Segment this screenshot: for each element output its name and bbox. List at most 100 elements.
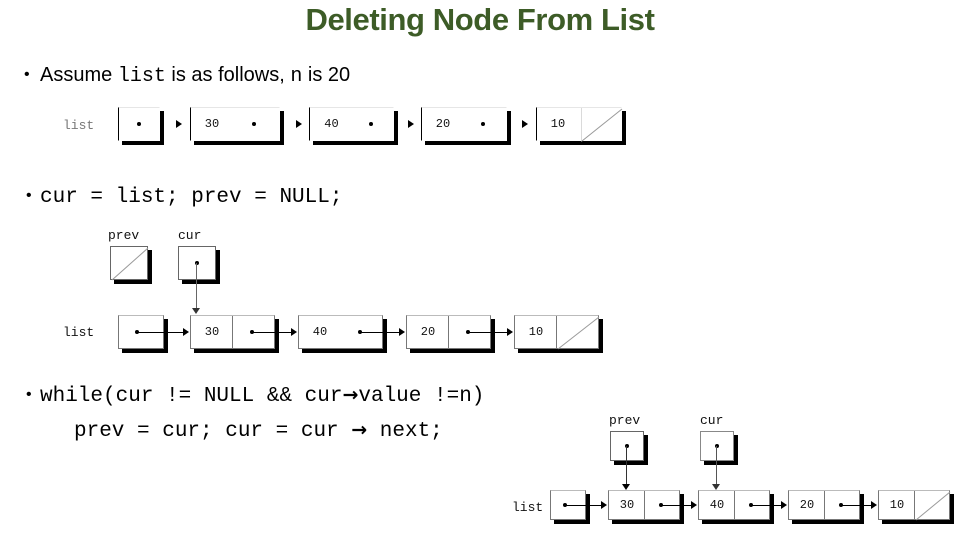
diagram2-node-30: 30 — [190, 315, 275, 349]
diagram3-arrow-40-20-line — [751, 505, 783, 506]
diagram2-node-40-divider — [340, 316, 341, 348]
diagram3-node-40-pointer-dot — [748, 503, 753, 507]
diagram3-cur-pointer-dot — [715, 444, 719, 448]
diagram3-prev-arrowhead — [622, 484, 630, 490]
diagram3-node-40: 40 — [698, 490, 770, 520]
diagram2-node-20-pointer-dot — [466, 330, 471, 334]
bullet-cur-assign-code: cur = list; prev = NULL; — [40, 186, 343, 209]
diagram3-arrow-head-30-line — [565, 505, 603, 506]
bullet-assume-text-2: is as follows, — [165, 64, 291, 86]
diagram3-label-cur: cur — [700, 413, 724, 428]
diagram2-node-40: 40 — [298, 315, 383, 349]
diagram3-cur-arrowhead — [712, 484, 720, 490]
diagram1-node-3-value: 20 — [435, 117, 451, 131]
diagram3-node-30-value: 30 — [619, 498, 635, 512]
diagram2-cur-box — [178, 246, 216, 280]
bullet-assume-code-n: n — [290, 65, 303, 88]
diagram3-arrow-20-10-line — [841, 505, 873, 506]
diagram2-arrow-30-40 — [291, 328, 297, 336]
right-arrow-icon: → — [342, 384, 359, 406]
diagram3-prev-connector — [626, 446, 627, 488]
diagram3-node-20-value: 20 — [799, 498, 815, 512]
diagram3-node-20-pointer-dot — [838, 503, 843, 507]
bullet-cur-assign: • cur = list; prev = NULL; — [24, 186, 342, 210]
diagram2-arrow-40-20 — [399, 328, 405, 336]
loop-body-code-pre: prev = cur; cur = cur — [74, 420, 352, 443]
diagram2-node-20: 20 — [406, 315, 491, 349]
diagram3-node-10-null-slash — [915, 491, 951, 521]
bullet-while-code-pre: while(cur != NULL && cur — [40, 385, 343, 408]
diagram2-node-10-value: 10 — [528, 325, 544, 339]
diagram1-label-list: list — [63, 118, 95, 133]
diagram3-arrow-30-40-line — [661, 505, 693, 506]
diagram2-cur-pointer-dot — [195, 261, 199, 265]
right-arrow-icon: → — [351, 419, 368, 441]
diagram2-node-40-value: 40 — [312, 325, 328, 339]
bullet-marker: • — [24, 66, 30, 83]
diagram3-node-10-divider — [914, 491, 915, 519]
bullet-while-code-post: value !=n) — [358, 385, 485, 408]
diagram3-arrow-head-30 — [601, 501, 607, 509]
diagram1-node-1-pointer-dot — [252, 122, 257, 126]
diagram3-arrow-20-10 — [871, 501, 877, 509]
diagram2-arrow-head-30-line — [137, 332, 185, 333]
bullet-marker: • — [24, 187, 34, 205]
loop-body-code-post: next; — [367, 420, 443, 443]
diagram3-prev-box — [610, 431, 644, 461]
diagram1-arrow-0-1 — [176, 120, 182, 128]
diagram2-label-prev: prev — [108, 228, 140, 243]
diagram1-node-2-value: 40 — [324, 117, 339, 131]
diagram3-node-30-divider — [644, 491, 645, 519]
diagram2-arrow-40-20-line — [361, 332, 401, 333]
diagram2-head-pointer-dot — [135, 330, 140, 334]
bullet-assume-code-list: list — [117, 65, 166, 88]
diagram1-node-3: 20 — [421, 107, 507, 141]
diagram2-arrow-20-10 — [507, 328, 513, 336]
bullet-assume-list: •Assume list is as follows, n is 20 — [24, 64, 350, 88]
diagram2-prev-box — [110, 246, 149, 281]
diagram3-node-30-pointer-dot — [658, 503, 663, 507]
diagram1-node-1-value: 30 — [204, 117, 220, 131]
diagram2-head-cell — [118, 315, 164, 349]
diagram2-arrow-30-40-line — [253, 332, 293, 333]
diagram3-node-40-divider — [734, 491, 735, 519]
bullet-marker: • — [24, 386, 34, 404]
diagram2-cur-arrowhead — [192, 308, 200, 314]
diagram1-arrow-3-4 — [522, 120, 528, 128]
page-title: Deleting Node From List — [305, 2, 655, 37]
diagram3-cur-box — [700, 431, 734, 461]
diagram2-arrow-20-10-line — [469, 332, 509, 333]
diagram1-node-2-pointer-dot — [368, 122, 373, 126]
diagram2-node-10: 10 — [514, 315, 600, 350]
diagram3-node-40-value: 40 — [709, 498, 725, 512]
diagram1-node-2: 40 — [309, 107, 394, 141]
diagram1-node-4-null-slash — [581, 108, 623, 142]
bullet-assume-text-1: Assume — [40, 64, 118, 86]
diagram2-label-list: list — [63, 325, 95, 340]
diagram2-node-40-pointer-dot — [358, 330, 363, 334]
diagram3-node-20: 20 — [788, 490, 860, 520]
diagram3-node-30: 30 — [608, 490, 680, 520]
diagram2-node-30-divider — [232, 316, 233, 348]
diagram1-arrow-1-2 — [296, 120, 302, 128]
diagram3-label-prev: prev — [609, 413, 641, 428]
diagram3-prev-pointer-dot — [625, 444, 629, 448]
diagram3-label-list: list — [512, 500, 544, 515]
diagram1-node-4: 10 — [536, 107, 623, 142]
diagram3-head-pointer-dot — [563, 503, 568, 507]
diagram1-arrow-2-3 — [408, 120, 414, 128]
diagram3-arrow-40-20 — [781, 501, 787, 509]
diagram3-node-10-value: 10 — [889, 498, 905, 512]
diagram2-label-cur: cur — [178, 228, 202, 243]
diagram3-arrow-30-40 — [691, 501, 697, 509]
diagram1-node-1: 30 — [190, 107, 280, 141]
bullet-while-condition: • while(cur != NULL && cur→value !=n) — [24, 384, 485, 409]
diagram2-node-30-value: 30 — [204, 325, 220, 339]
diagram3-head-cell — [550, 490, 586, 520]
diagram1-node-3-pointer-dot — [481, 122, 486, 126]
diagram2-node-30-pointer-dot — [250, 330, 255, 334]
diagram2-node-20-value: 20 — [420, 325, 436, 339]
diagram2-node-10-divider — [556, 316, 557, 348]
diagram1-node-0-pointer-dot — [137, 122, 141, 126]
